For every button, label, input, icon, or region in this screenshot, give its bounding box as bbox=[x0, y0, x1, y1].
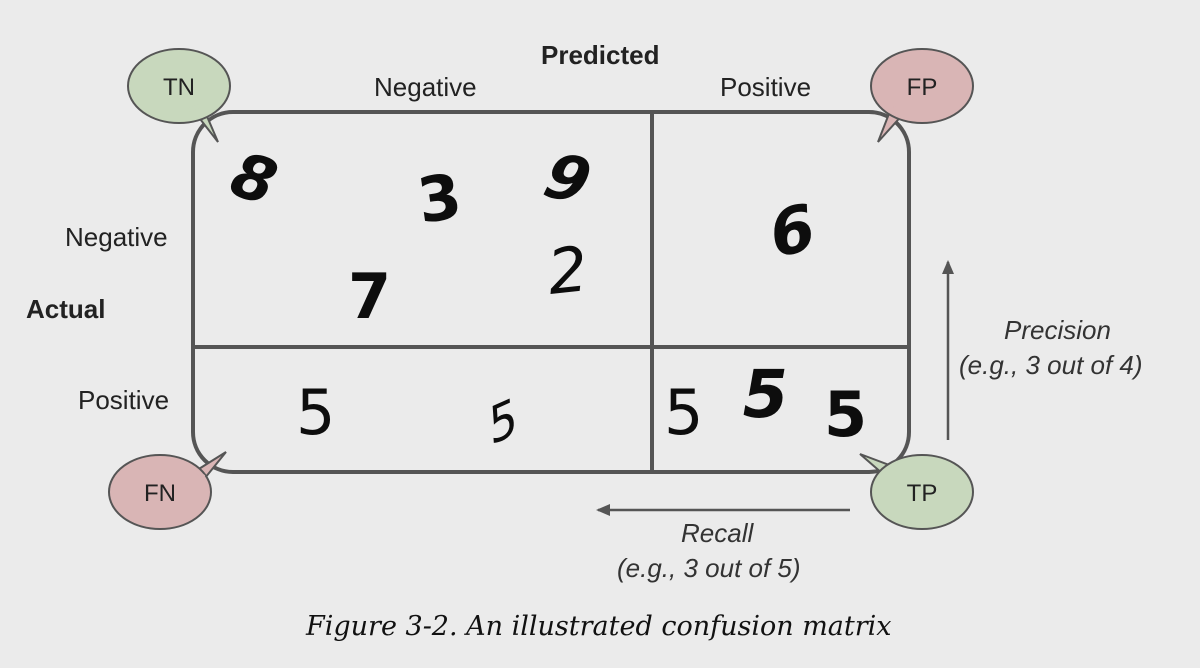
precision-label: Precision bbox=[1004, 315, 1111, 345]
digit-tp-5-c: 5 bbox=[824, 378, 868, 451]
digit-fn-5-b: 5 bbox=[487, 386, 520, 458]
digit-tn-2: 2 bbox=[544, 232, 592, 309]
digit-tn-7: 7 bbox=[348, 260, 392, 333]
fp-label: FP bbox=[907, 74, 938, 101]
matrix-frame bbox=[191, 110, 911, 474]
tp-bubble: TP bbox=[859, 453, 974, 530]
fp-bubble: FP bbox=[870, 48, 974, 143]
precision-example: (e.g., 3 out of 4) bbox=[959, 350, 1143, 380]
predicted-axis-title: Predicted bbox=[541, 40, 660, 70]
figure-caption: Figure 3-2. An illustrated confusion mat… bbox=[306, 611, 892, 642]
digit-tn-3: 3 bbox=[413, 159, 466, 238]
fn-label: FN bbox=[144, 480, 176, 507]
row-label-positive: Positive bbox=[78, 385, 170, 415]
row-label-negative: Negative bbox=[65, 222, 168, 252]
tp-label: TP bbox=[907, 480, 938, 507]
recall-example: (e.g., 3 out of 5) bbox=[617, 553, 801, 583]
recall-label: Recall bbox=[681, 518, 754, 548]
digit-fn-5-a: 5 bbox=[296, 376, 336, 449]
tn-bubble: TN bbox=[127, 48, 231, 143]
digit-tp-5-a: 5 bbox=[664, 376, 704, 449]
fn-bubble: FN bbox=[108, 451, 227, 530]
tn-label: TN bbox=[163, 74, 195, 101]
column-label-negative: Negative bbox=[374, 72, 477, 102]
actual-axis-title: Actual bbox=[26, 294, 106, 324]
column-label-positive: Positive bbox=[720, 72, 812, 102]
digit-fp-6: 6 bbox=[769, 189, 816, 275]
